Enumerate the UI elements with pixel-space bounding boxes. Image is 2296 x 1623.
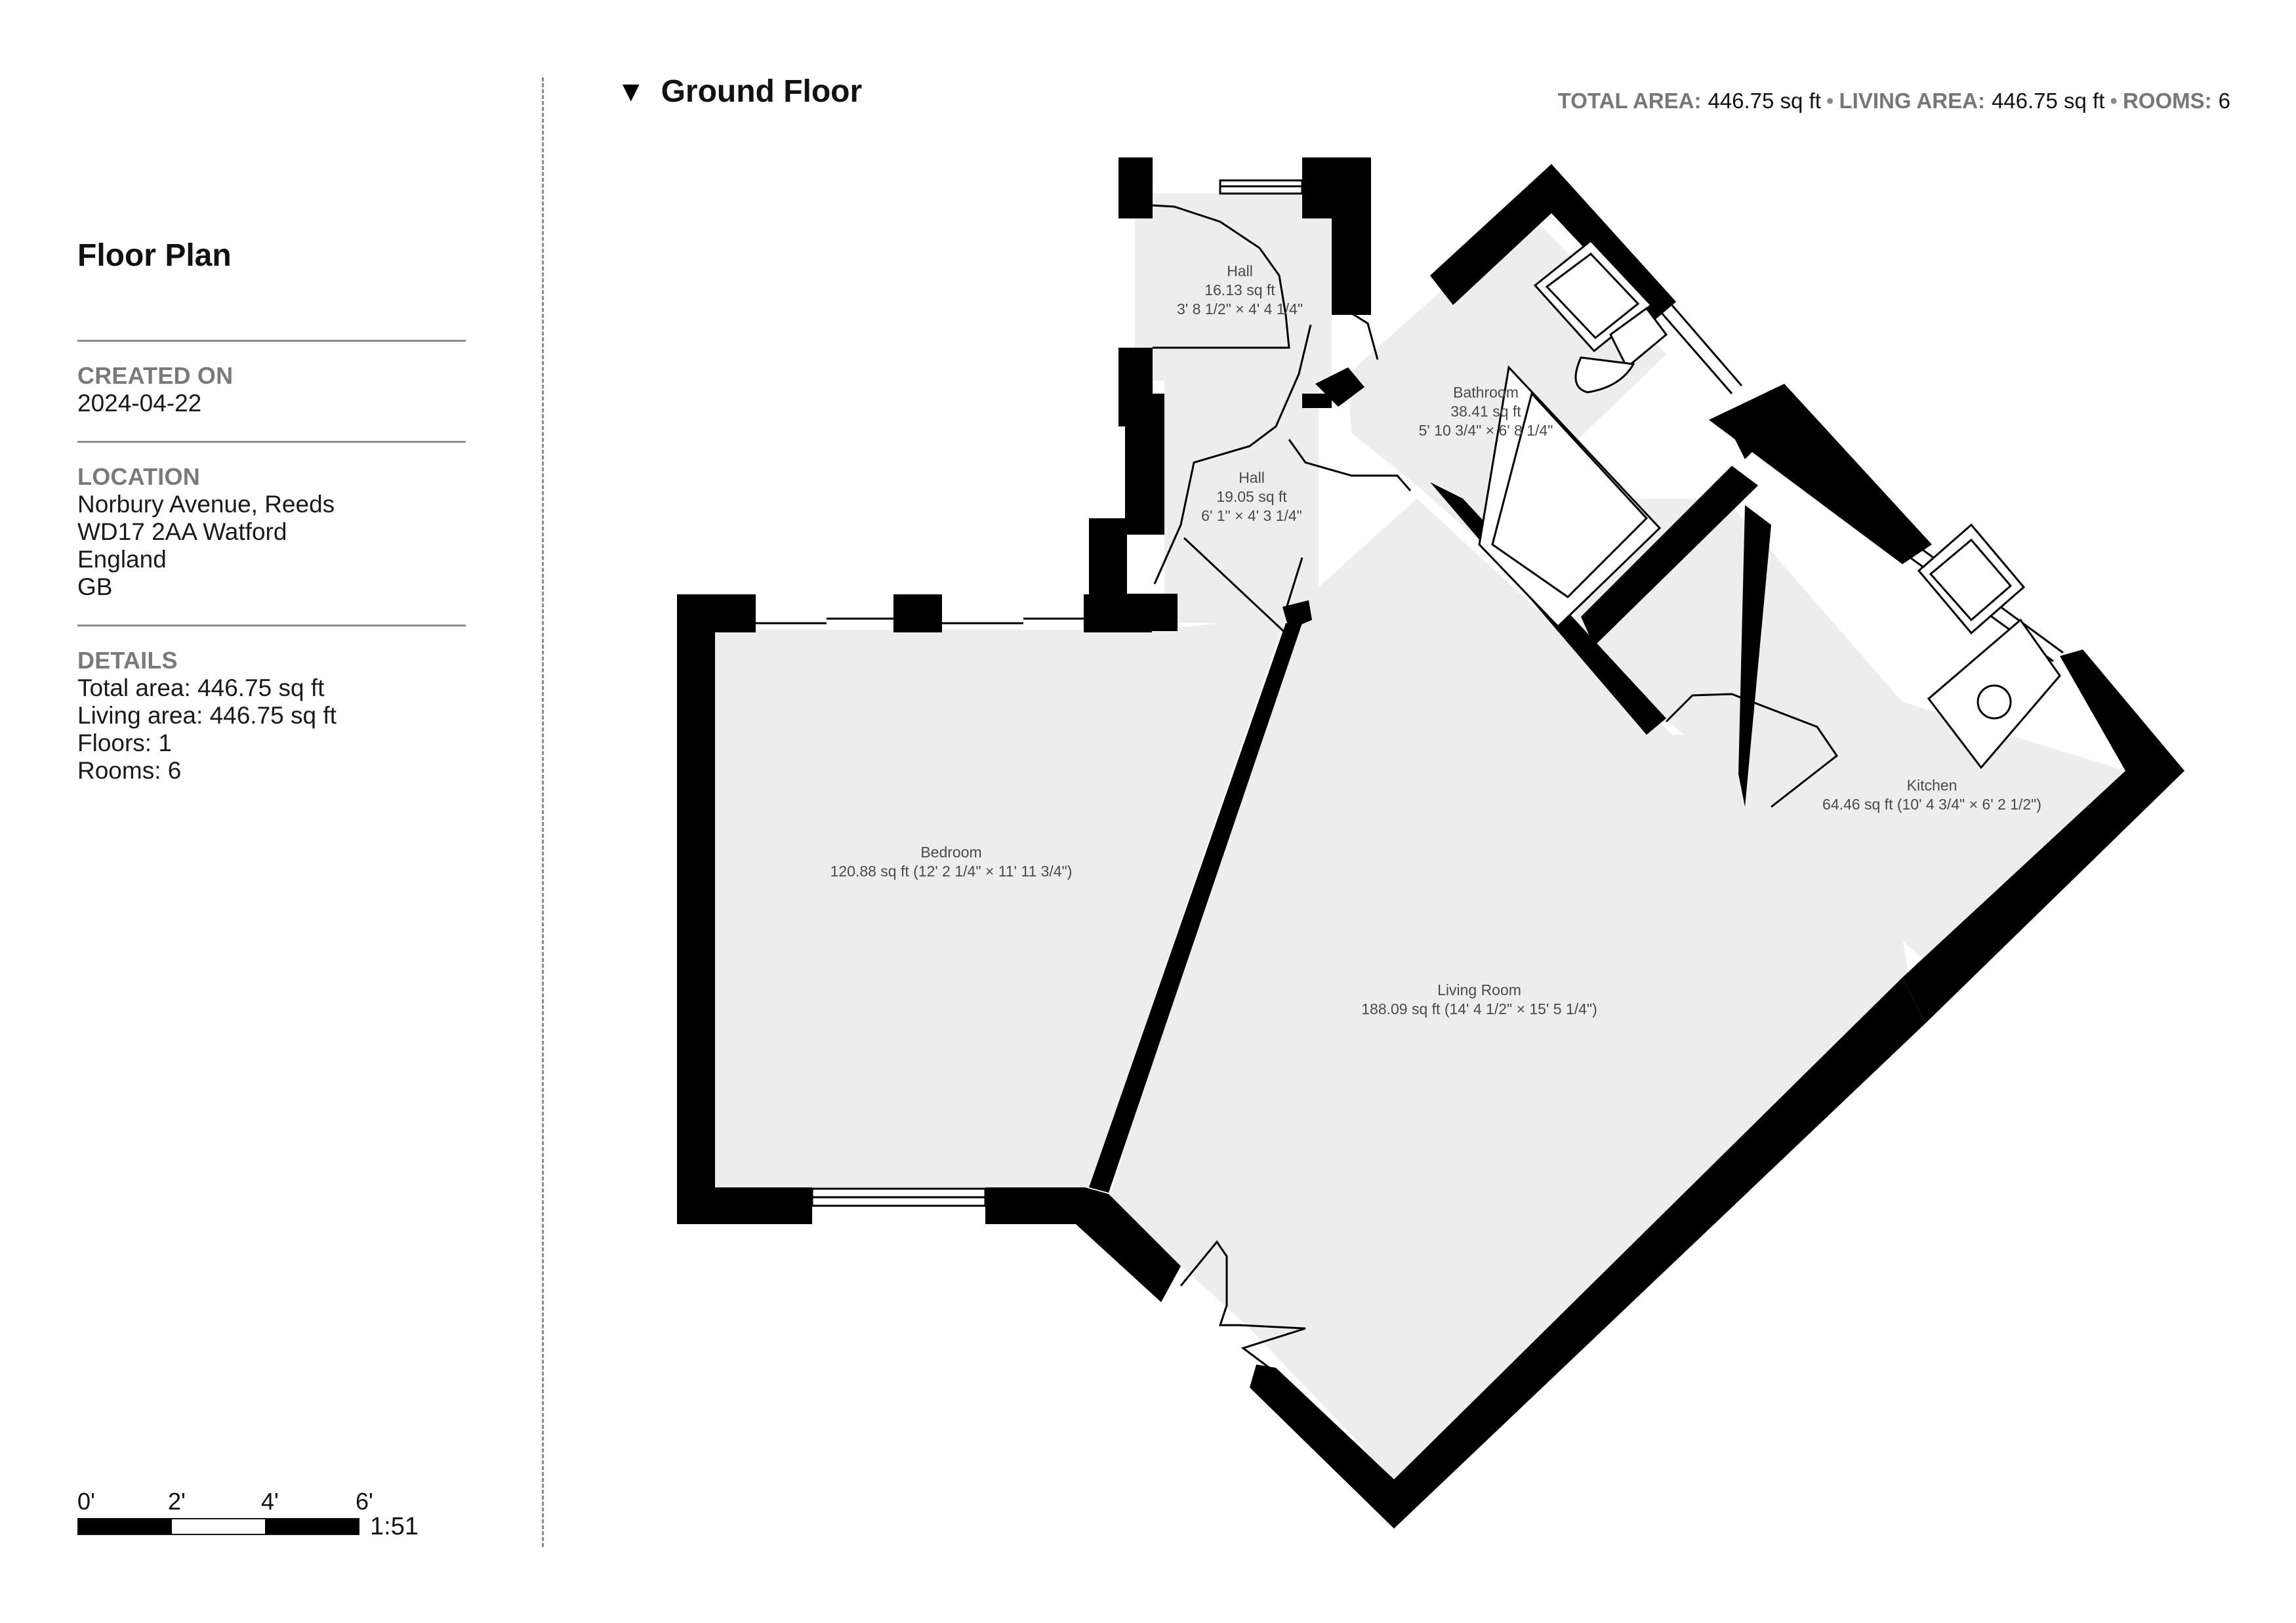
scale-ratio: 1:51	[370, 1513, 419, 1540]
scale-tick: 6'	[356, 1488, 373, 1515]
location-label: LOCATION	[77, 463, 200, 490]
scale-tick: 4'	[261, 1488, 279, 1515]
room-detail-kitchen: 64.46 sq ft (10' 4 3/4" × 6' 2 1/2")	[1822, 796, 2041, 813]
location-line: England	[77, 546, 167, 573]
separator: •	[1826, 89, 1834, 113]
panel-divider	[542, 77, 544, 1547]
room-area-bathroom: 38.41 sq ft	[1450, 403, 1521, 420]
scale-ticks: 0' 2' 4' 6'	[77, 1488, 419, 1515]
sidebar-divider	[77, 625, 466, 627]
room-detail-bedroom: 120.88 sq ft (12' 2 1/4" × 11' 11 3/4")	[830, 863, 1073, 880]
details-label: DETAILS	[77, 647, 178, 674]
toilet	[1609, 306, 1668, 369]
room-name: Hall	[1227, 262, 1253, 279]
collapse-caret-icon[interactable]: ▼	[617, 75, 646, 108]
room-dims-bathroom: 5' 10 3/4" × 6' 8 1/4"	[1419, 422, 1553, 439]
fixtures	[1478, 239, 2061, 770]
door-swings	[1152, 204, 1839, 1369]
kitchen-floor[interactable]	[1574, 499, 2125, 971]
room-label-kitchen: Kitchen	[1907, 777, 1958, 794]
room-label-living-room: Living Room	[1437, 981, 1521, 998]
room-labels: Hall 16.13 sq ft 3' 8 1/2" × 4' 4 1/4" H…	[830, 262, 2041, 1017]
room-label-bathroom: Bathroom	[1453, 384, 1519, 401]
room-dims-hall-upper: 3' 8 1/2" × 4' 4 1/4"	[1177, 300, 1303, 318]
scale-tick: 2'	[168, 1488, 186, 1515]
room-label-hall-upper: Hall	[1227, 262, 1253, 279]
living-area-label: LIVING AREA:	[1839, 89, 1985, 113]
page-title: Floor Plan	[77, 238, 232, 273]
room-label-hall-lower: Hall	[1239, 469, 1265, 486]
location-line: Norbury Avenue, Reeds	[77, 491, 335, 518]
scale-tick: 0'	[77, 1488, 95, 1515]
scale-bar-graphic	[77, 1518, 359, 1535]
sidebar-divider	[77, 340, 466, 342]
location-line: GB	[77, 573, 113, 600]
rooms-value: 6	[2218, 89, 2230, 113]
room-area-hall-lower: 19.05 sq ft	[1216, 488, 1287, 505]
floor-summary: TOTAL AREA:446.75 sq ft•LIVING AREA:446.…	[1558, 89, 2230, 113]
room-dims-hall-lower: 6' 1" × 4' 3 1/4"	[1201, 507, 1302, 524]
created-on-value: 2024-04-22	[77, 390, 202, 417]
room-area-hall-upper: 16.13 sq ft	[1204, 281, 1275, 298]
scale-bar: 0' 2' 4' 6' 1:51	[77, 1488, 419, 1540]
total-area-label: TOTAL AREA:	[1557, 89, 1702, 113]
floor-fills	[715, 194, 2125, 1479]
details-floors: Floors: 1	[77, 729, 172, 756]
room-label-bedroom: Bedroom	[920, 844, 981, 861]
separator: •	[2110, 89, 2118, 113]
details-total-area: Total area: 446.75 sq ft	[77, 674, 325, 701]
created-on-section: CREATED ON 2024-04-22	[77, 362, 471, 417]
floor-name: Ground Floor	[661, 74, 863, 109]
total-area-value: 446.75 sq ft	[1708, 89, 1821, 113]
location-line: WD17 2AA Watford	[77, 518, 287, 545]
details-living-area: Living area: 446.75 sq ft	[77, 702, 337, 729]
hall-lower-floor[interactable]	[1164, 380, 1319, 623]
living-area-value: 446.75 sq ft	[1991, 89, 2105, 113]
floor-header[interactable]: ▼ Ground Floor	[617, 73, 862, 110]
rooms-label: ROOMS:	[2122, 89, 2212, 113]
room-detail-living-room: 188.09 sq ft (14' 4 1/2" × 15' 5 1/4")	[1361, 1000, 1597, 1017]
hall-upper-floor[interactable]	[1135, 194, 1332, 380]
location-section: LOCATION Norbury Avenue, Reeds WD17 2AA …	[77, 463, 471, 601]
created-on-label: CREATED ON	[77, 362, 234, 389]
sidebar-divider	[77, 441, 466, 443]
details-rooms: Rooms: 6	[77, 757, 182, 784]
bedroom-floor[interactable]	[715, 617, 1286, 1187]
details-section: DETAILS Total area: 446.75 sq ft Living …	[77, 647, 471, 785]
